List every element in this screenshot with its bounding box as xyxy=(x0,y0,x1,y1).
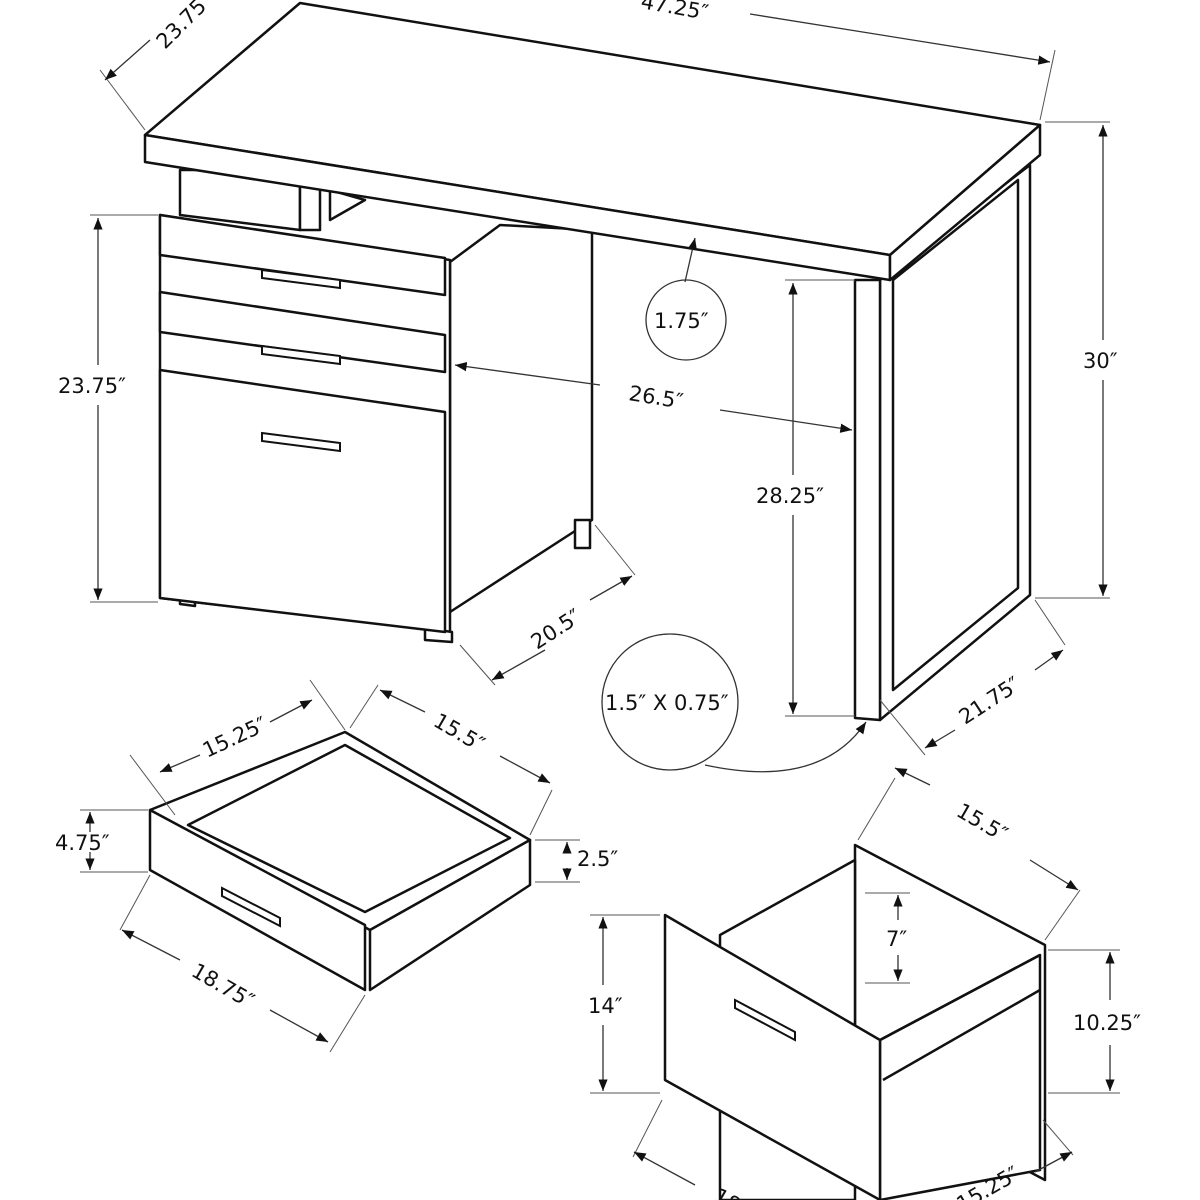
drawer-cabinet xyxy=(158,213,594,644)
detail-circle-top-thickness xyxy=(645,279,727,361)
label-knee-width: 26.5″ xyxy=(627,381,685,413)
drawer-handle xyxy=(261,268,341,290)
label-file-drawer-side-height: 10.25″ xyxy=(1073,1011,1141,1035)
dimension-lines xyxy=(90,13,1110,773)
drawer-handle xyxy=(221,886,281,928)
detail-circle-leg xyxy=(601,633,739,771)
drawer-handle xyxy=(734,998,796,1042)
label-knee-height: 28.25″ xyxy=(756,484,824,508)
label-file-drawer-width: 15.5″ xyxy=(953,799,1012,847)
label-overall-height: 30″ xyxy=(1083,349,1118,373)
label-cabinet-depth: 20.5″ xyxy=(527,604,586,654)
drawer-handle xyxy=(261,344,341,366)
small-drawer xyxy=(80,679,580,1053)
label-drawer-width: 15.5″ xyxy=(430,709,489,757)
file-drawer xyxy=(590,767,1120,1200)
label-leg-depth: 21.75″ xyxy=(955,672,1025,729)
drawer-handle xyxy=(261,431,341,453)
label-drawer-front-width: 18.75″ xyxy=(188,959,259,1014)
label-file-drawer-inner-height: 7″ xyxy=(886,927,907,951)
desk xyxy=(143,1,1042,722)
desk-top xyxy=(143,1,1042,282)
label-drawer-side-height: 2.5″ xyxy=(577,847,618,871)
label-top-thickness: 1.75″ xyxy=(654,309,709,333)
label-drawer-depth: 15.25″ xyxy=(199,712,271,763)
label-cabinet-height: 23.75″ xyxy=(58,374,126,398)
support-post xyxy=(298,183,322,232)
label-top-depth: 23.75 xyxy=(152,0,211,54)
top-drawer-front xyxy=(158,213,447,297)
label-drawer-front-height: 4.75″ xyxy=(55,831,110,855)
label-top-width: 47.25″ xyxy=(639,0,710,25)
right-leg-frame xyxy=(853,163,1032,722)
middle-drawer-front xyxy=(158,290,447,374)
label-leg-section: 1.5″ X 0.75″ xyxy=(605,691,729,715)
file-drawer-front xyxy=(158,368,447,634)
label-file-drawer-front-height: 14″ xyxy=(588,994,623,1018)
